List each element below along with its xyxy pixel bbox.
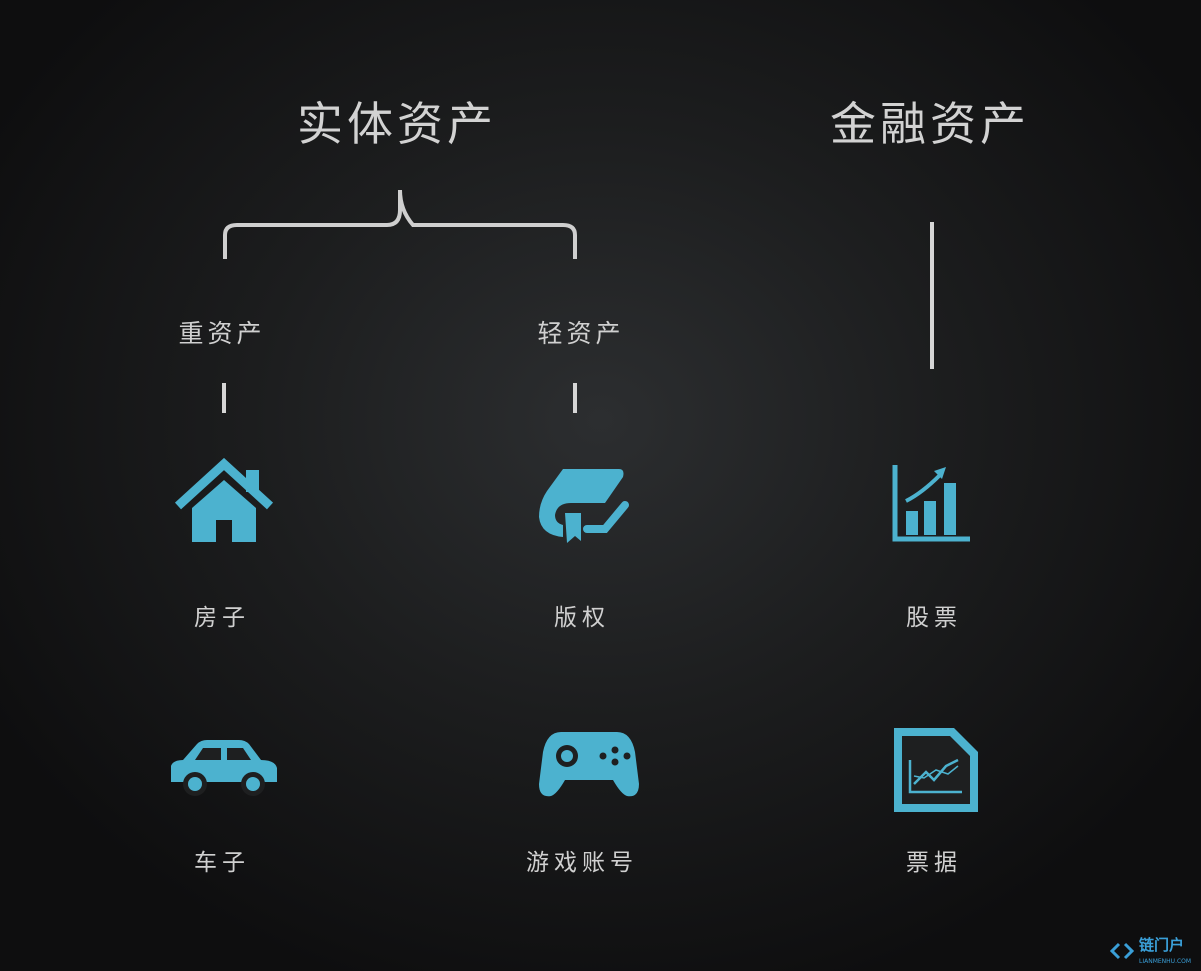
label-light-assets: 轻资产 [537, 319, 625, 348]
label-house: 房子 [194, 605, 250, 631]
watermark-logo: 链门户 LIANMENHU.COM [1110, 936, 1191, 966]
financial-connector-line [930, 222, 934, 369]
light-tick-line [573, 383, 577, 413]
label-bill: 票据 [906, 850, 962, 876]
chain-logo-icon [1110, 942, 1134, 960]
bill-chart-icon [894, 728, 978, 812]
heavy-tick-line [222, 383, 226, 413]
copyright-icon [539, 469, 629, 543]
gamepad-icon [539, 732, 639, 797]
label-game-account: 游戏账号 [526, 850, 638, 876]
label-copyright: 版权 [554, 605, 610, 631]
house-icon [174, 458, 274, 542]
label-car: 车子 [194, 850, 250, 876]
watermark-domain: LIANMENHU.COM [1139, 958, 1192, 965]
title-physical-assets: 实体资产 [297, 97, 497, 151]
title-financial-assets: 金融资产 [830, 97, 1030, 151]
label-stock: 股票 [906, 605, 962, 631]
watermark-name: 链门户 [1139, 936, 1185, 954]
stock-chart-icon [892, 465, 970, 542]
brace-connector [223, 189, 577, 259]
car-icon [171, 740, 277, 796]
label-heavy-assets: 重资产 [178, 319, 266, 348]
